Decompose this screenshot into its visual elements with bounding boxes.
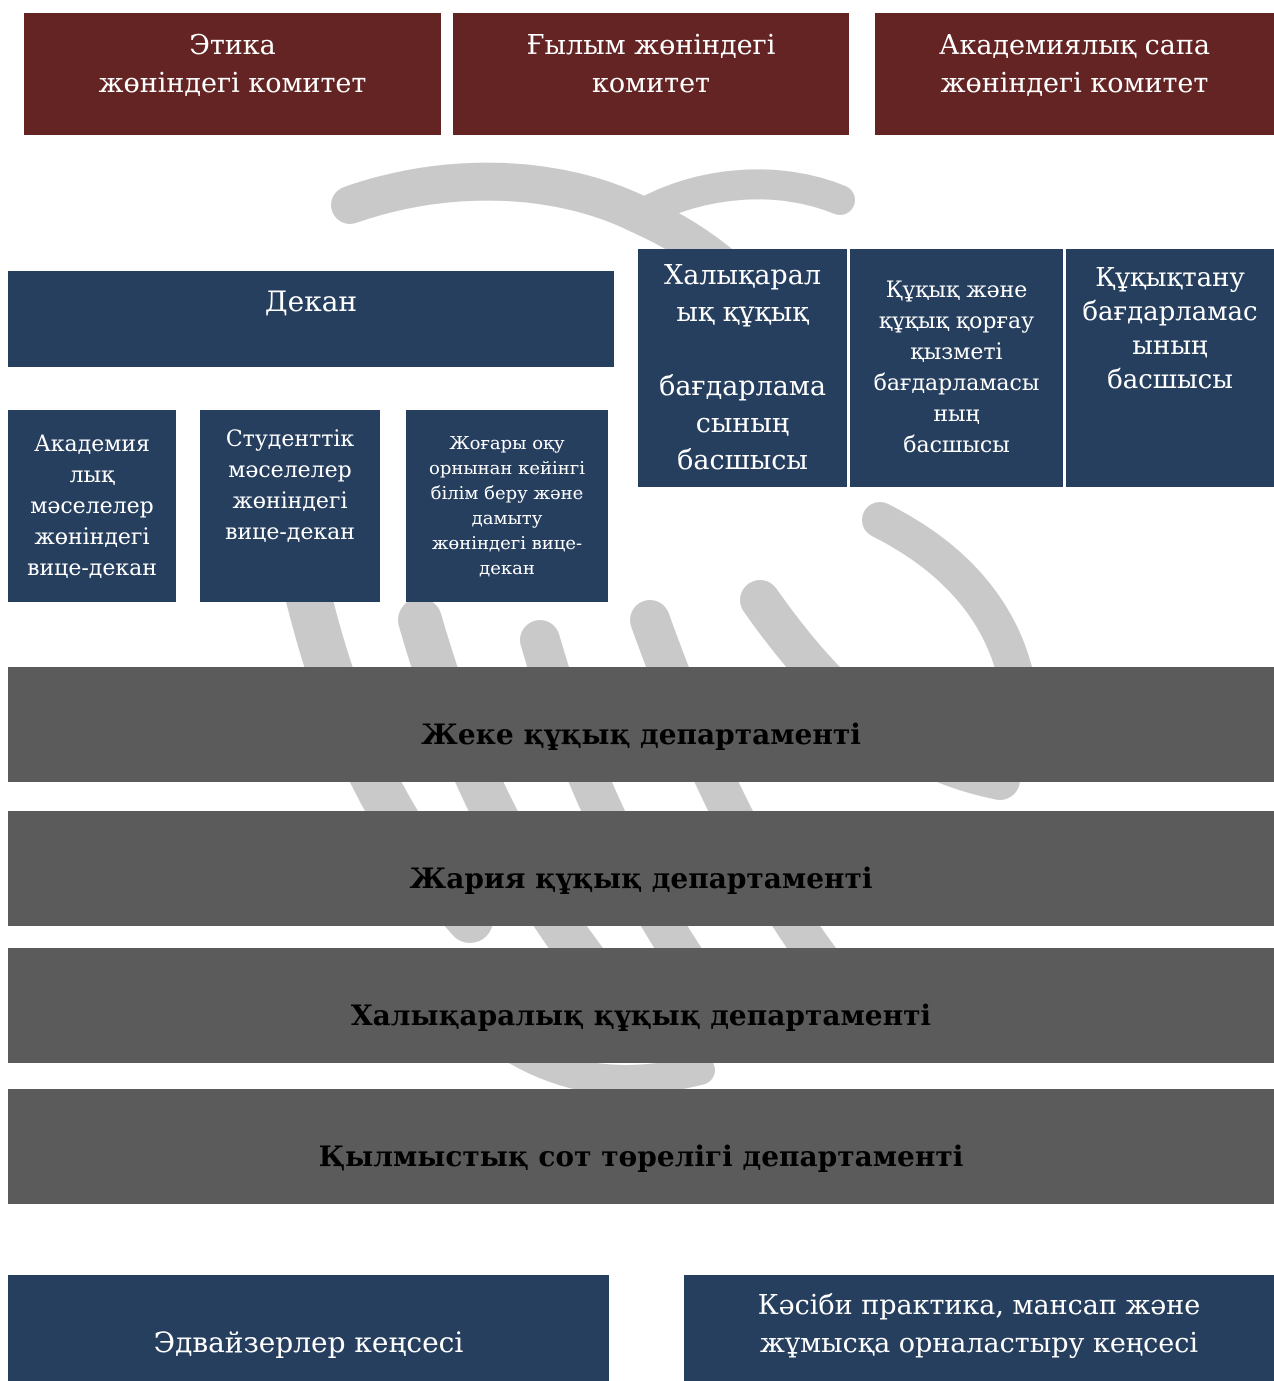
vice-dean-student-box: Студенттік мәселелер жөніндегі вице-дека… (200, 410, 380, 602)
program-head-international-box: Халықарал ық құқық бағдарлама сының басш… (638, 249, 847, 487)
dean-box: Декан (8, 271, 614, 367)
quality-committee-box: Академиялық сапа жөніндегі комитет (875, 13, 1274, 135)
quality-committee-label: Академиялық сапа жөніндегі комитет (939, 30, 1210, 99)
dean-label: Декан (264, 285, 358, 318)
department-criminal-justice-label: Қылмыстық сот төрелігі департаменті (318, 1140, 964, 1173)
science-committee-box: Ғылым жөніндегі комитет (453, 13, 849, 135)
department-international-law: Халықаралық құқық департаменті (8, 948, 1274, 1063)
vice-dean-academic-box: Академия лық мәселелер жөніндегі вице-де… (8, 410, 176, 602)
department-criminal-justice: Қылмыстық сот төрелігі департаменті (8, 1089, 1274, 1204)
career-office-label: Кәсіби практика, мансап және жұмысқа орн… (757, 1290, 1201, 1359)
department-international-law-label: Халықаралық құқық департаменті (350, 999, 932, 1032)
career-office-box: Кәсіби практика, мансап және жұмысқа орн… (684, 1275, 1274, 1381)
department-public-law-label: Жария құқық департаменті (409, 862, 873, 895)
vice-dean-postgrad-box: Жоғары оқу орнынан кейінгі білім беру жә… (406, 410, 608, 602)
program-head-jurisprudence-box: Құқықтану бағдарламас ының басшысы (1066, 249, 1274, 487)
program-head-international-label: Халықарал ық құқық бағдарлама сының басш… (659, 260, 826, 476)
department-public-law: Жария құқық департаменті (8, 811, 1274, 926)
vice-dean-academic-label: Академия лық мәселелер жөніндегі вице-де… (27, 431, 157, 581)
advisors-office-label: Эдвайзерлер кеңсесі (153, 1325, 464, 1359)
vice-dean-postgrad-label: Жоғары оқу орнынан кейінгі білім беру жә… (429, 433, 585, 579)
vice-dean-student-label: Студенттік мәселелер жөніндегі вице-дека… (225, 427, 355, 545)
ethics-committee-box: Этика жөніндегі комитет (24, 13, 441, 135)
science-committee-label: Ғылым жөніндегі комитет (526, 30, 776, 99)
department-private-law-label: Жеке құқық департаменті (421, 718, 861, 751)
ethics-committee-label: Этика жөніндегі комитет (98, 30, 367, 99)
program-head-law-enforcement-box: Құқық және құқық қорғау қызметі бағдарла… (850, 249, 1063, 487)
advisors-office-box: Эдвайзерлер кеңсесі (8, 1275, 609, 1381)
program-head-law-enforcement-label: Құқық және құқық қорғау қызметі бағдарла… (873, 278, 1040, 458)
department-private-law: Жеке құқық департаменті (8, 667, 1274, 782)
program-head-jurisprudence-label: Құқықтану бағдарламас ының басшысы (1082, 263, 1258, 395)
